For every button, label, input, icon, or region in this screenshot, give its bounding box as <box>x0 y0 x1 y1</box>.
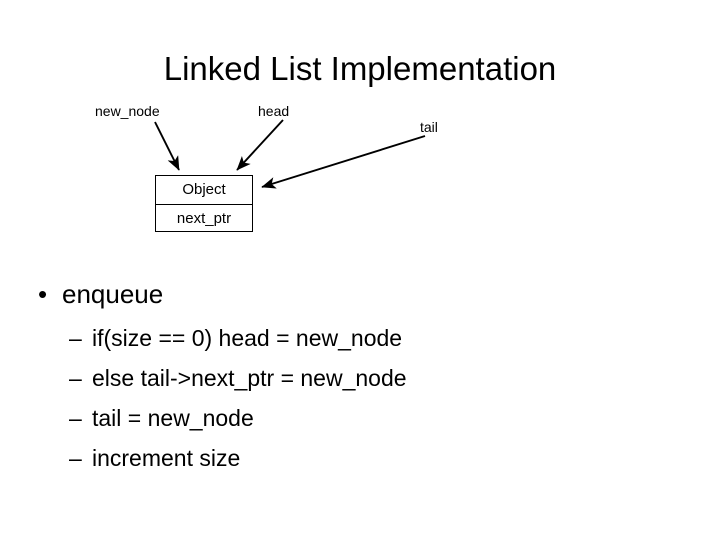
arrow-tail <box>261 135 426 189</box>
bullet-label-enqueue: enqueue <box>62 279 164 309</box>
bullet-enqueue: • enqueue <box>0 278 720 310</box>
list-item: – increment size <box>0 438 720 478</box>
node-field-object: Object <box>156 176 252 205</box>
pointer-arrows-svg <box>154 119 426 189</box>
dash-marker-icon: – <box>69 365 82 391</box>
arrow-head <box>236 119 284 171</box>
dash-marker-icon: – <box>69 405 82 431</box>
pointer-label-tail: tail <box>420 119 438 135</box>
pointer-label-head: head <box>258 103 290 119</box>
pointer-label-new-node: new_node <box>95 103 160 119</box>
node-box: Object next_ptr <box>155 175 253 232</box>
list-item: – tail = new_node <box>0 398 720 438</box>
sub-bullet-text: tail = new_node <box>92 405 254 431</box>
list-item: – if(size == 0) head = new_node <box>0 318 720 358</box>
sub-bullet-text: increment size <box>92 445 241 471</box>
dash-marker-icon: – <box>69 325 82 351</box>
list-item: – else tail->next_ptr = new_node <box>0 358 720 398</box>
sub-bullet-text: if(size == 0) head = new_node <box>92 325 403 351</box>
slide-body: • enqueue – if(size == 0) head = new_nod… <box>0 278 720 478</box>
dash-marker-icon: – <box>69 445 82 471</box>
arrow-new-node <box>154 121 180 171</box>
linked-list-diagram: new_node head tail Object next_ptr <box>95 103 438 232</box>
bullet-dot-icon: • <box>38 279 48 309</box>
page-title: Linked List Implementation <box>163 50 557 87</box>
sub-bullet-text: else tail->next_ptr = new_node <box>92 365 407 391</box>
node-field-next-ptr: next_ptr <box>176 209 232 227</box>
sub-bullet-list: – if(size == 0) head = new_node – else t… <box>0 318 720 478</box>
